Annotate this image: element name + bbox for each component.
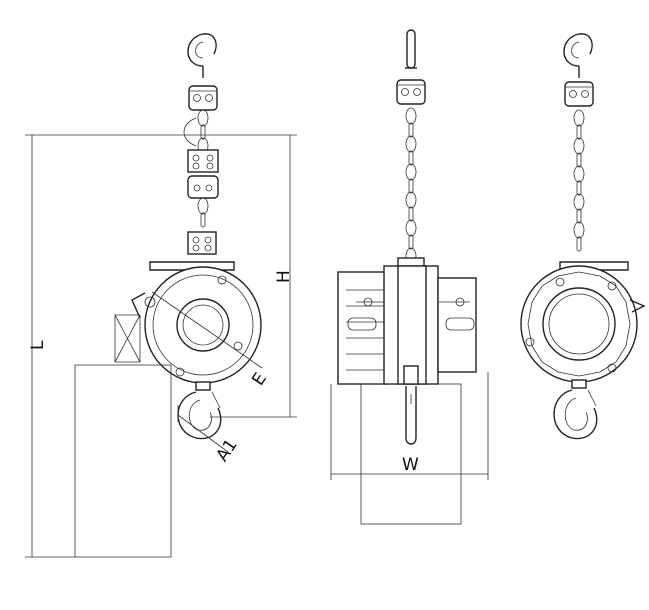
chain-front xyxy=(405,107,417,265)
top-hook-front xyxy=(405,29,417,69)
front-view: W xyxy=(330,29,489,525)
motor-front xyxy=(337,271,387,385)
top-hook-side xyxy=(187,33,217,78)
bottom-hook-front xyxy=(403,365,419,445)
rear-view xyxy=(520,33,646,440)
top-hook-rear xyxy=(563,33,593,78)
motor-housing-rear xyxy=(520,265,638,383)
load-block-outline-front xyxy=(360,383,462,525)
dimension-a1-label: A1 xyxy=(212,436,241,466)
side-view: L H E A1 xyxy=(25,33,297,558)
chain-side xyxy=(183,109,219,255)
dimension-l-label: L xyxy=(28,340,48,350)
dimension-w-label: W xyxy=(402,455,419,475)
dimension-h-label: H xyxy=(274,270,294,283)
chain-rear xyxy=(573,109,585,252)
load-block-outline xyxy=(74,364,172,558)
bottom-hook-side xyxy=(177,381,222,440)
dimension-e-label: E xyxy=(248,369,271,389)
motor-housing-side xyxy=(144,266,262,384)
bottom-hook-rear xyxy=(553,379,598,440)
